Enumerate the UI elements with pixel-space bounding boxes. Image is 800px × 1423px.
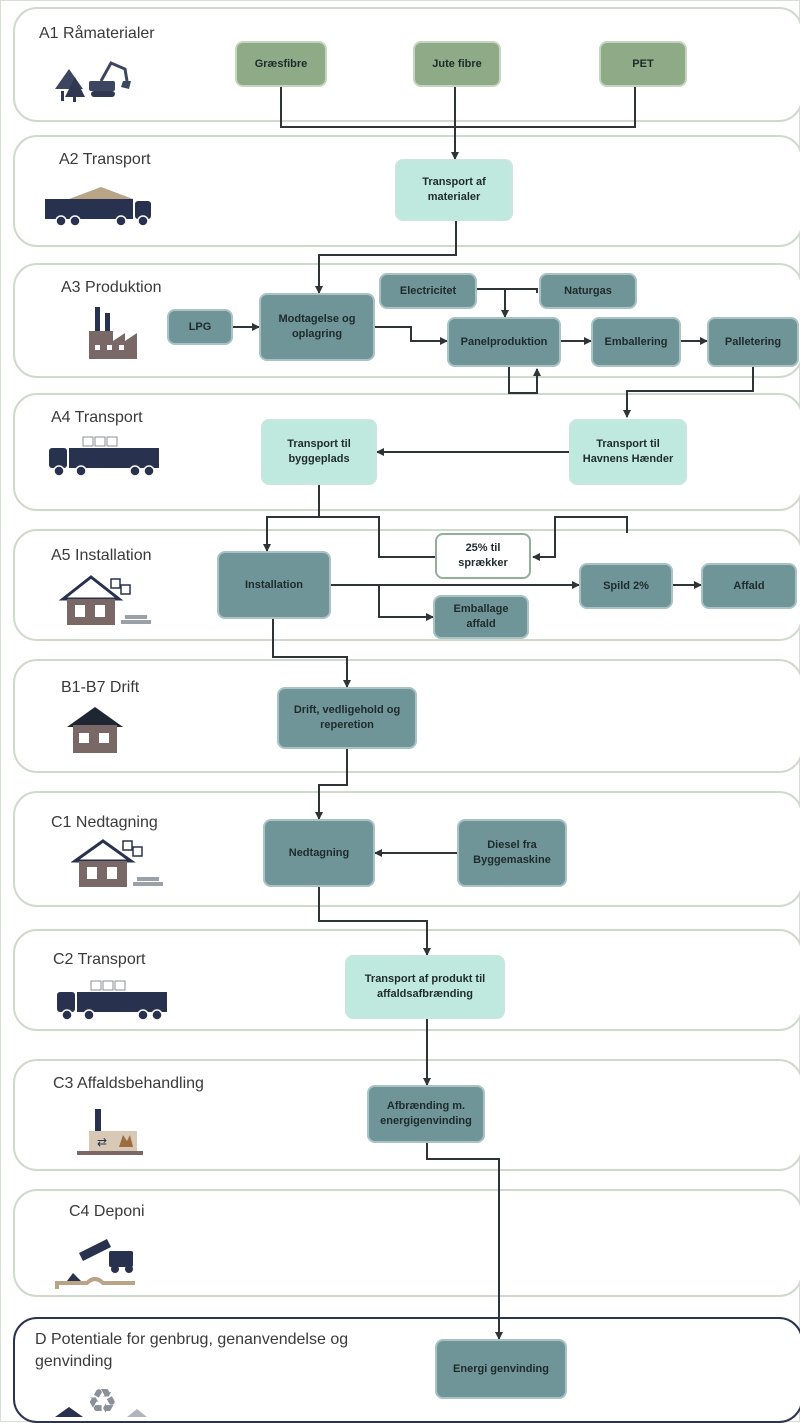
- excavator-icon: [55, 61, 131, 102]
- stage-title-a1: A1 Råmaterialer: [39, 25, 155, 42]
- stage-title-a3: A3 Produktion: [61, 279, 162, 296]
- band-c4: [13, 1189, 800, 1297]
- node-emballage-affald: Emballage affald: [433, 595, 529, 639]
- stage-title-b: B1-B7 Drift: [61, 679, 140, 696]
- node-naturgas: Naturgas: [539, 273, 637, 309]
- node-energi-genvinding: Energi genvinding: [435, 1339, 567, 1399]
- node-panelproduktion: Panelproduktion: [447, 317, 561, 367]
- stage-title-d-line2: genvinding: [35, 1353, 113, 1370]
- house-construction-icon: [59, 575, 151, 625]
- stage-title-c1: C1 Nedtagning: [51, 814, 158, 831]
- node-spild: Spild 2%: [579, 563, 673, 609]
- node-transport-havnens: Transport til Havnens Hænder: [569, 419, 687, 485]
- recycle-icon: ♻: [55, 1382, 147, 1421]
- node-drift: Drift, vedligehold og reperetion: [277, 687, 417, 749]
- stage-title-c2: C2 Transport: [53, 951, 146, 968]
- house-icon: [67, 707, 123, 753]
- node-installation: Installation: [217, 551, 331, 619]
- truck-gravel-icon: [45, 187, 151, 227]
- truck-panels-icon: [49, 436, 159, 477]
- svg-text:♻: ♻: [87, 1382, 117, 1421]
- stage-title-d-line1: D Potentiale for genbrug, genanvendelse …: [35, 1331, 349, 1348]
- node-transport-produkt: Transport af produkt til affaldsafbrændi…: [345, 955, 505, 1019]
- landfill-icon: [55, 1239, 135, 1289]
- svg-text:⇄: ⇄: [97, 1135, 107, 1149]
- node-transport-materialer: Transport af materialer: [395, 159, 513, 221]
- node-palletering: Palletering: [707, 317, 799, 367]
- stage-title-c4: C4 Deponi: [69, 1203, 145, 1220]
- stage-title-c3: C3 Affaldsbehandling: [53, 1075, 204, 1092]
- node-electricitet: Electricitet: [379, 273, 477, 309]
- node-diesel: Diesel fra Byggemaskine: [457, 819, 567, 887]
- node-pet: PET: [599, 41, 687, 87]
- node-afbraending: Afbrænding m. energigenvinding: [367, 1085, 485, 1143]
- node-transport-byggeplads: Transport til byggeplads: [261, 419, 377, 485]
- factory-icon: [89, 307, 137, 359]
- band-d: [13, 1317, 800, 1423]
- truck-waste-icon: [57, 980, 167, 1021]
- stage-title-a4: A4 Transport: [51, 409, 143, 426]
- house-deconstruction-icon: [71, 839, 163, 887]
- node-modtagelse: Modtagelse og oplagring: [259, 293, 375, 361]
- node-jute-fibre: Jute fibre: [413, 41, 501, 87]
- band-c1: [13, 791, 800, 907]
- node-emballering: Emballering: [591, 317, 681, 367]
- node-lpg: LPG: [167, 309, 233, 345]
- node-affald: Affald: [701, 563, 797, 609]
- node-sprakker: 25% til sprækker: [435, 533, 531, 579]
- node-graesfibre: Græsfibre: [235, 41, 327, 87]
- stage-title-a5: A5 Installation: [51, 547, 152, 564]
- stage-title-a2: A2 Transport: [59, 151, 151, 168]
- node-nedtagning: Nedtagning: [263, 819, 375, 887]
- incinerator-icon: ⇄: [77, 1109, 143, 1155]
